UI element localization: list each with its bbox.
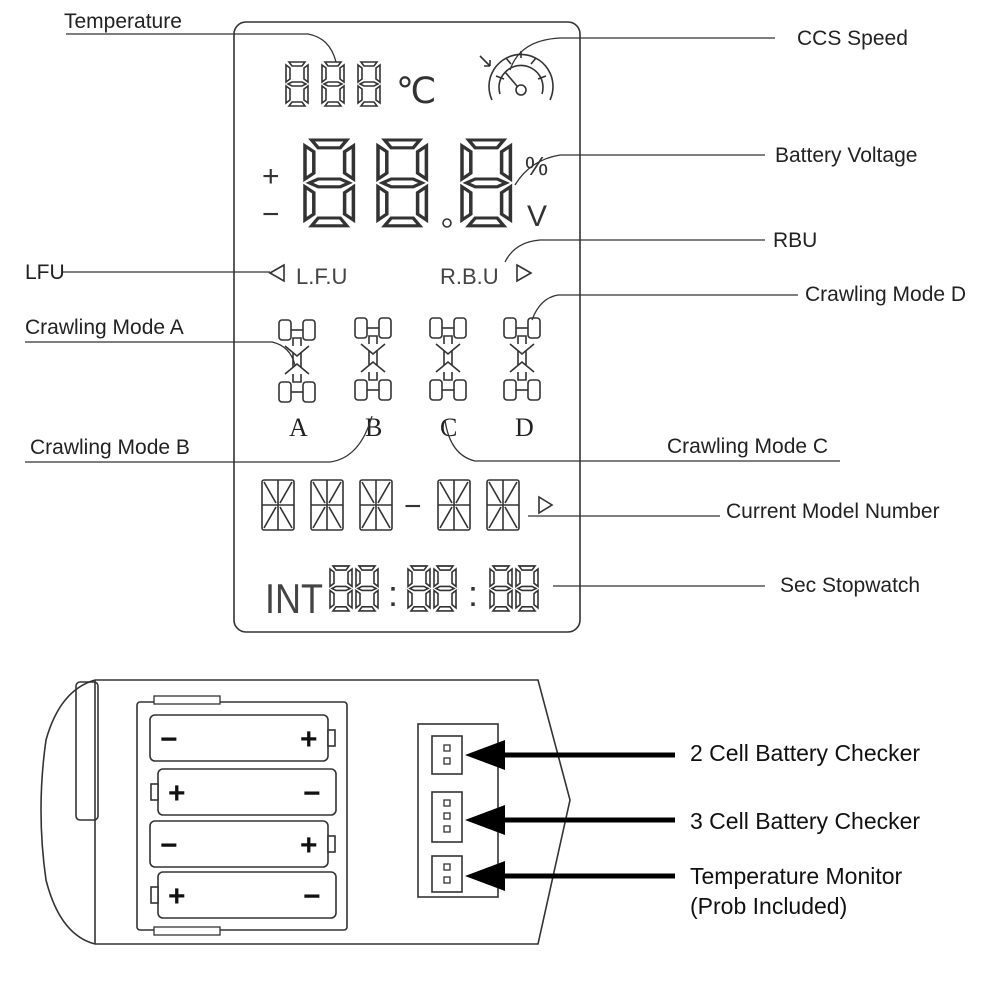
- temperature-digits: [285, 61, 381, 107]
- callout-crawling-a: Crawling Mode A: [25, 316, 184, 339]
- callout-stopwatch: Sec Stopwatch: [780, 574, 920, 597]
- battery-2-plus: +: [168, 777, 186, 810]
- connector-2pin-top: [431, 735, 463, 775]
- model-number-digits: [261, 479, 520, 531]
- pointer-arrow-icon: [479, 55, 491, 67]
- lfu-label: L.F.U: [296, 264, 347, 289]
- battery-cell-1: [149, 714, 336, 762]
- plus-sign: +: [262, 160, 280, 193]
- label-temp-monitor-sub: (Prob Included): [690, 893, 847, 919]
- battery-1-minus: −: [160, 723, 178, 756]
- mode-letter-c: C: [440, 413, 457, 442]
- speedometer-icon: [488, 51, 554, 101]
- callout-ccs-speed: CCS Speed: [797, 27, 908, 50]
- battery-1-plus: +: [300, 723, 318, 756]
- label-temp-monitor: Temperature Monitor: [690, 863, 903, 889]
- arrow-3cell: [465, 805, 675, 835]
- left-arrow-icon: [268, 263, 285, 283]
- callout-rbu: RBU: [773, 229, 817, 252]
- arrow-2cell: [465, 740, 675, 770]
- label-2cell-checker: 2 Cell Battery Checker: [690, 740, 920, 766]
- label-3cell-checker: 3 Cell Battery Checker: [690, 808, 920, 834]
- model-dash: −: [404, 490, 422, 523]
- mode-letter-b: B: [365, 413, 382, 442]
- crawler-icon-d: [503, 317, 541, 401]
- battery-cell-4: [150, 871, 337, 919]
- lead-lines: [25, 33, 840, 587]
- int-label: INT: [265, 575, 323, 622]
- circuit-board: [40, 679, 571, 945]
- percent-sign: %: [525, 151, 548, 181]
- celsius-unit: ℃: [396, 70, 436, 111]
- battery-4-minus: −: [303, 880, 321, 913]
- crawler-icon-c: [429, 317, 467, 401]
- crawler-icon-a: [278, 319, 316, 403]
- right-arrow-icon: [516, 263, 533, 283]
- callout-model-number: Current Model Number: [726, 500, 940, 523]
- callout-crawling-c: Crawling Mode C: [667, 435, 828, 458]
- rbu-label: R.B.U: [440, 264, 499, 289]
- mode-letter-d: D: [515, 413, 534, 442]
- connector-2pin-bottom: [431, 855, 463, 893]
- connector-3pin: [431, 791, 463, 843]
- stopwatch-colon-1: :: [388, 573, 398, 614]
- arrow-temp-monitor: [465, 861, 675, 891]
- battery-holder: [136, 695, 348, 936]
- callout-battery-voltage: Battery Voltage: [775, 144, 917, 167]
- callout-temperature: Temperature: [64, 10, 182, 33]
- stopwatch-digits: [329, 565, 539, 612]
- callout-crawling-d: Crawling Mode D: [805, 283, 966, 306]
- mode-letter-a: A: [289, 413, 308, 442]
- battery-3-minus: −: [160, 829, 178, 862]
- crawler-icon-b: [354, 317, 392, 401]
- callout-lfu: LFU: [25, 261, 65, 284]
- battery-cell-3: [149, 820, 336, 868]
- lcd-frame: [233, 21, 581, 633]
- volt-sign: V: [527, 200, 547, 233]
- model-arrow-icon: [538, 495, 554, 515]
- battery-4-plus: +: [168, 880, 186, 913]
- voltage-digits: [303, 138, 513, 228]
- minus-sign: −: [262, 198, 280, 231]
- callout-crawling-b: Crawling Mode B: [30, 436, 190, 459]
- battery-3-plus: +: [300, 829, 318, 862]
- stopwatch-colon-2: :: [468, 573, 478, 614]
- battery-2-minus: −: [303, 777, 321, 810]
- battery-cell-2: [150, 768, 337, 816]
